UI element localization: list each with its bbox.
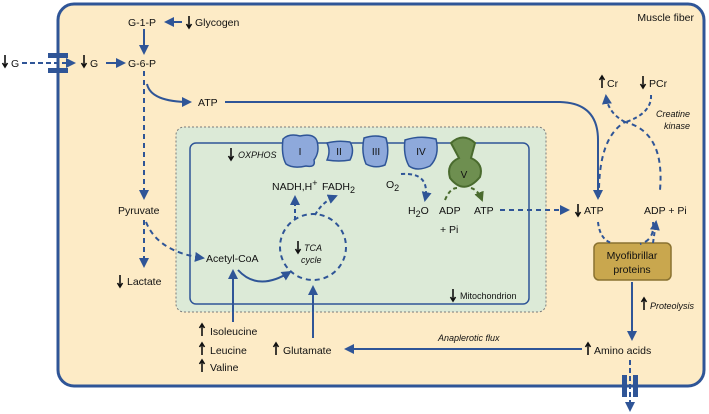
cr-label: Cr xyxy=(607,78,619,90)
increase-arrow-icon xyxy=(198,322,206,336)
tca-cycle-label: cycle xyxy=(301,255,322,265)
decrease-arrow-icon xyxy=(449,289,457,303)
creatine-kinase-label-2: kinase xyxy=(664,121,690,131)
glutamate-label: Glutamate xyxy=(283,345,332,357)
increase-arrow-icon xyxy=(598,74,606,88)
adp-pi-label: ADP + Pi xyxy=(644,205,687,217)
complex-ii-label: II xyxy=(336,147,342,158)
muscle-fiber-label: Muscle fiber xyxy=(637,12,694,24)
amino-acids-label: Amino acids xyxy=(594,345,651,357)
creatine-kinase-label: Creatine xyxy=(656,109,690,119)
complex-iii-label: III xyxy=(372,147,380,158)
tca-to-fadh2-arrow xyxy=(314,194,338,216)
nadh-label: NADH,H+ xyxy=(272,178,318,193)
pi-mito-label: + Pi xyxy=(440,224,458,236)
complex-v-to-atp-arrow xyxy=(470,187,484,202)
adp-mito-label: ADP xyxy=(439,205,461,217)
glycolysis-atp-to-atp-pool-arrow xyxy=(225,101,603,200)
complex-iv-shape xyxy=(403,136,438,170)
ck-to-cr-arrow xyxy=(601,94,626,123)
decrease-arrow-icon xyxy=(116,275,124,289)
acetylcoa-to-tca-arrow xyxy=(237,269,292,283)
complex-i-label: I xyxy=(299,147,302,158)
atp-mito-label: ATP xyxy=(474,205,494,217)
o2-label: O2 xyxy=(386,179,399,193)
myofibrils-to-adp-arrow xyxy=(649,220,660,244)
decrease-arrow-icon xyxy=(294,241,302,255)
glucose-transporter xyxy=(48,53,68,73)
g6p-to-atp-arrow xyxy=(146,83,192,107)
complex-i-shape xyxy=(281,134,319,168)
h2o-label: H2O xyxy=(408,205,429,219)
increase-arrow-icon xyxy=(198,341,206,355)
complex-v-shape xyxy=(448,136,482,188)
fadh2-label: FADH2 xyxy=(322,181,355,195)
glucose-extracellular-label: G xyxy=(11,58,19,70)
increase-arrow-icon xyxy=(640,296,648,310)
pyruvate-to-acetylcoa-arrow xyxy=(145,221,205,262)
valine-label: Valine xyxy=(210,362,239,374)
g6p-label: G-6-P xyxy=(128,58,156,70)
acetyl-coa-label: Acetyl-CoA xyxy=(206,253,259,265)
decrease-arrow-icon xyxy=(185,16,193,30)
isoleucine-label: Isoleucine xyxy=(210,326,257,338)
decrease-arrow-icon xyxy=(80,55,88,69)
lactate-label: Lactate xyxy=(127,276,162,288)
myofibrillar-proteins-box xyxy=(593,242,672,281)
pcr-to-ck-arrow xyxy=(625,94,653,123)
tca-label: TCA xyxy=(304,243,322,253)
glucose-intracellular-label: G xyxy=(90,58,98,70)
oxphos-label: OXPHOS xyxy=(238,150,277,160)
decrease-arrow-icon xyxy=(574,204,582,218)
anaplerotic-flux-label: Anaplerotic flux xyxy=(437,333,500,343)
complex-iii-shape xyxy=(362,135,389,168)
leucine-label: Leucine xyxy=(210,345,247,357)
mitochondrion-label: Mitochondrion xyxy=(460,291,517,301)
amino-acid-transporter xyxy=(622,375,638,397)
atp-glycolysis-label: ATP xyxy=(198,97,218,109)
glycogen-label: Glycogen xyxy=(195,17,240,29)
adp-to-complex-v-arrow xyxy=(444,187,458,201)
myofibrillar-label: Myofibrillar xyxy=(607,250,658,262)
decrease-arrow-icon xyxy=(639,76,647,90)
o2-to-h2o-arrow xyxy=(400,172,432,202)
proteolysis-label: Proteolysis xyxy=(650,301,695,311)
complex-iv-label: IV xyxy=(416,147,426,158)
increase-arrow-icon xyxy=(272,341,280,355)
complex-v-label: V xyxy=(461,170,468,181)
decrease-arrow-icon xyxy=(227,148,235,162)
atp-to-myofibrils-arrow xyxy=(597,221,613,244)
pcr-label: PCr xyxy=(649,78,668,90)
decrease-arrow-icon xyxy=(1,55,9,69)
increase-arrow-icon xyxy=(198,358,206,372)
increase-arrow-icon xyxy=(584,341,592,355)
mitochondrion-inner-membrane xyxy=(189,142,530,305)
pyruvate-label: Pyruvate xyxy=(118,205,160,217)
complex-ii-shape xyxy=(325,140,354,162)
tca-cycle-loop xyxy=(279,213,347,281)
myofibrillar-label-2: proteins xyxy=(613,264,650,276)
g1p-label: G-1-P xyxy=(128,17,156,29)
atp-pool-label: ATP xyxy=(584,205,604,217)
